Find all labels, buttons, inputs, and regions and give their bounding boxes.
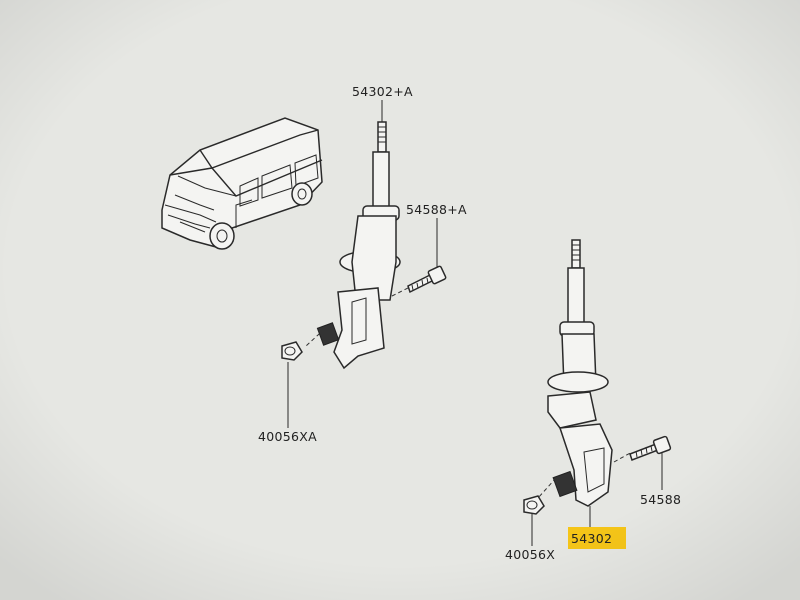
nut-upper xyxy=(281,341,303,361)
strut-upper xyxy=(305,121,415,370)
label-nut-lower[interactable]: 40056X xyxy=(505,547,555,562)
nut-lower xyxy=(523,495,545,515)
label-strut-lower[interactable]: 54302 xyxy=(571,531,612,546)
bolt-upper xyxy=(407,265,447,294)
strut-lower xyxy=(537,239,633,507)
label-strut-upper[interactable]: 54302+A xyxy=(352,84,413,99)
label-bolt-lower[interactable]: 54588 xyxy=(640,492,681,507)
bolt-lower xyxy=(629,435,672,461)
van-illustration xyxy=(161,117,323,250)
label-bolt-upper[interactable]: 54588+A xyxy=(406,202,467,217)
label-nut-upper[interactable]: 40056XA xyxy=(258,429,317,444)
part-labels: 54302+A 54588+A 40056XA 54588 54302 4005… xyxy=(258,84,681,562)
